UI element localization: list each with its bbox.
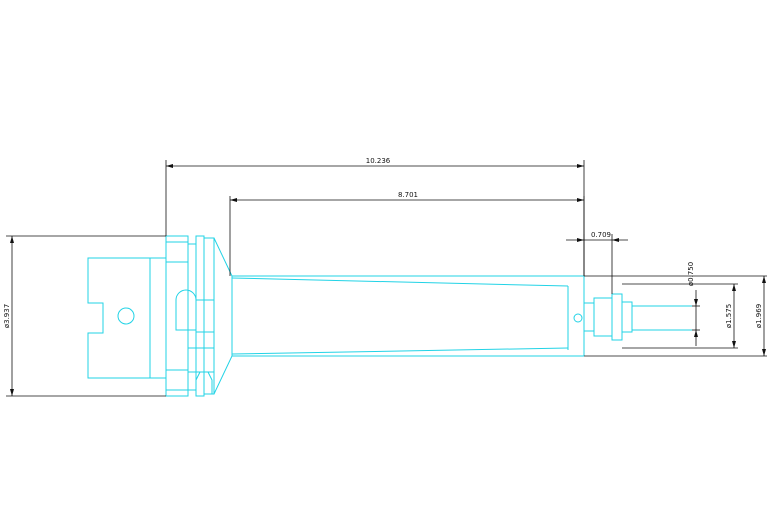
overall-length-label: 10.236 [366, 157, 391, 165]
dimension-bore-diameter: ø0.750 [687, 262, 700, 346]
flange [165, 235, 215, 397]
tip-offset-label: 0.709 [591, 231, 611, 239]
dimension-collar-diameter: ø1.575 [622, 283, 738, 349]
body-length-label: 8.701 [398, 191, 418, 199]
dimension-flange-diameter: ø3.937 [3, 235, 166, 397]
tool-holder-outline [87, 235, 692, 397]
dimension-body-diameter: ø1.969 [584, 275, 767, 357]
bore-diameter-label: ø0.750 [687, 262, 695, 286]
cone-transition [213, 237, 233, 395]
hsk-shank [87, 257, 166, 379]
extension-body [231, 275, 585, 357]
body-diameter-label: ø1.969 [755, 304, 763, 328]
dimension-tip-offset: 0.709 [566, 231, 628, 294]
collet-nose [573, 293, 692, 341]
dimension-body-length: 8.701 [229, 191, 585, 276]
collar-diameter-label: ø1.575 [725, 304, 733, 328]
dimension-overall-length: 10.236 [165, 157, 585, 276]
flange-diameter-label: ø3.937 [3, 304, 11, 328]
